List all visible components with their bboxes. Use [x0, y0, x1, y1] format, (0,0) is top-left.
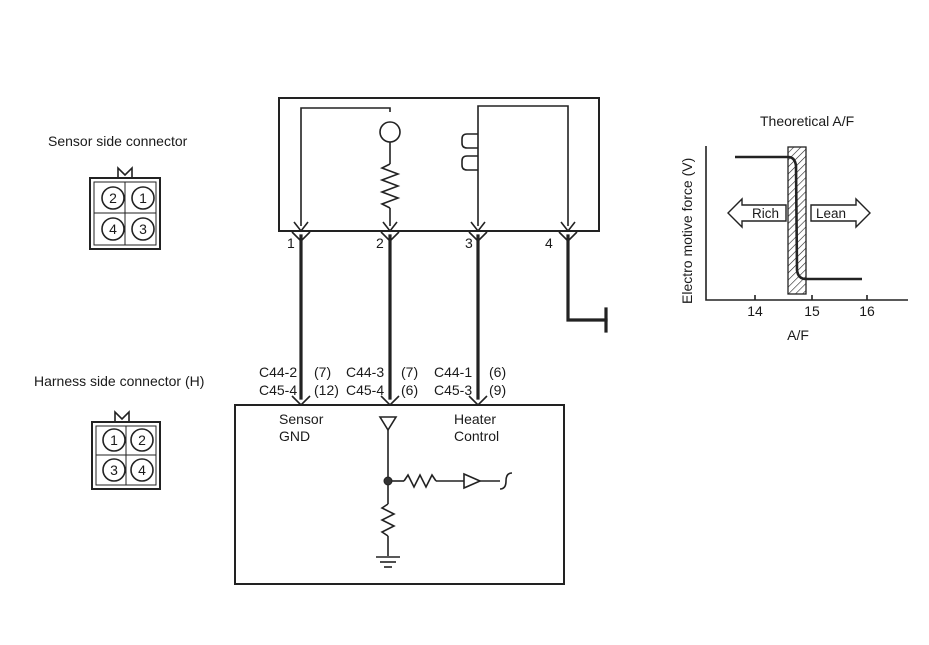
ecu-pin: (12)	[314, 382, 339, 398]
connector-id: C45-3	[434, 382, 472, 398]
terminal-label: 2	[376, 235, 384, 251]
sensor-connector-icon: 2 1 4 3	[89, 166, 161, 250]
sensor-pin-label: 2	[109, 190, 117, 206]
ecu-pin: (7)	[314, 364, 331, 380]
harness-pin-label: 4	[138, 462, 146, 478]
sensor-connector-title: Sensor side connector	[48, 133, 188, 149]
connector-id: C45-4	[346, 382, 384, 398]
harness-pin-label: 3	[110, 462, 118, 478]
terminal-label: 3	[465, 235, 473, 251]
terminal-label: 4	[545, 235, 553, 251]
sensor-pin-label: 4	[109, 221, 117, 237]
connector-id: C44-3	[346, 364, 384, 380]
lean-label: Lean	[816, 206, 846, 221]
terminal-label: 1	[287, 235, 295, 251]
output-terminal-icon	[499, 472, 513, 490]
harness-connector-title: Harness side connector (H)	[34, 373, 204, 389]
x-tick-label: 16	[859, 303, 875, 319]
af-characteristic-graph: Theoretical A/F Electro motive force (V)…	[679, 113, 908, 343]
oxygen-sensor-unit: 1 2 3 4	[278, 97, 600, 251]
junction-dot	[383, 476, 393, 486]
sensor-resistor-icon	[379, 163, 401, 209]
sensor-pin-label: 3	[139, 221, 147, 237]
ecu-pin: (7)	[401, 364, 418, 380]
sensor-side-connector: Sensor side connector 2 1 4 3	[48, 133, 188, 250]
heater-control-label: Control	[454, 428, 499, 444]
connector-id: C45-4	[259, 382, 297, 398]
resistor-icon	[403, 473, 437, 489]
ecu-pin: (6)	[401, 382, 418, 398]
sensor-pin-label: 1	[139, 190, 147, 206]
rich-arrow-icon	[727, 197, 787, 229]
pulldown-resistor-icon	[380, 503, 396, 537]
ecu-pin: (6)	[489, 364, 506, 380]
sensor-element-icon	[379, 121, 401, 143]
sensor-box	[278, 97, 600, 232]
connector-id: C44-1	[434, 364, 472, 380]
harness-connector-icon: 1 2 3 4	[91, 410, 161, 490]
harness-pin-label: 1	[110, 432, 118, 448]
harness-side-connector: Harness side connector (H) 1 2 3 4	[34, 373, 204, 490]
amplifier-icon	[463, 472, 482, 490]
harness-wires	[291, 234, 608, 407]
heater-inner-wire	[477, 105, 569, 226]
sensor-gnd-label: GND	[279, 428, 310, 444]
harness-pin-label: 2	[138, 432, 146, 448]
graph-axes	[705, 146, 908, 301]
emf-curve	[735, 155, 862, 281]
x-tick-label: 15	[804, 303, 820, 319]
x-tick-label: 14	[747, 303, 763, 319]
lean-arrow-icon	[810, 197, 871, 229]
wire-connector-labels: C44-2 (7) C45-4 (12) C44-3 (7) C45-4 (6)…	[259, 364, 506, 398]
heater-control-label: Heater	[454, 411, 496, 427]
ecu-pin: (9)	[489, 382, 506, 398]
sensor-inner-wire	[300, 107, 391, 226]
rich-label: Rich	[752, 206, 779, 221]
input-buffer-icon	[378, 416, 398, 432]
ecu-box	[234, 404, 565, 585]
sensor-gnd-label: Sensor	[279, 411, 324, 427]
wire-terminal-4	[566, 234, 608, 322]
graph-xlabel: A/F	[787, 327, 809, 343]
graph-title: Theoretical A/F	[760, 113, 854, 129]
graph-ylabel: Electro motive force (V)	[679, 158, 695, 304]
connector-id: C44-2	[259, 364, 297, 380]
heater-element-icon	[461, 133, 478, 171]
ecu-ground-icon	[376, 556, 400, 568]
ecu-unit: Sensor GND Heater Control	[234, 404, 565, 585]
